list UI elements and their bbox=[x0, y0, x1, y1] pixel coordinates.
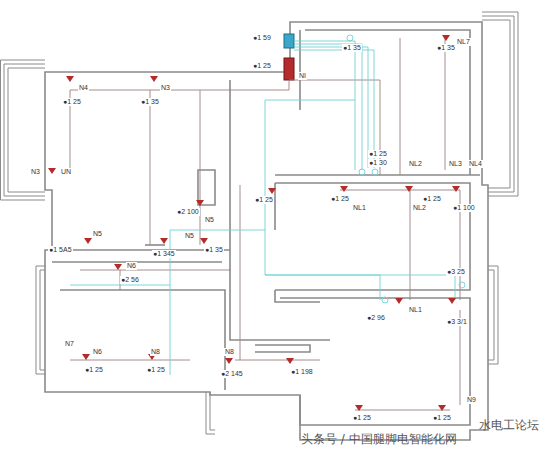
watermark: 水电工论坛 bbox=[478, 418, 540, 432]
circuit-label: ●3 25 bbox=[446, 268, 466, 276]
circuit-label: ●1 35 bbox=[436, 44, 456, 52]
circuit-label: ●1 25 bbox=[432, 414, 452, 422]
circuit-label: N9 bbox=[466, 396, 477, 404]
circuit-label: NL2 bbox=[412, 204, 427, 212]
circuit-label: NI bbox=[298, 72, 307, 80]
circuit-label: ●1 35 bbox=[140, 98, 160, 106]
circuit-label: NL2 bbox=[408, 160, 423, 168]
watermark: 头条号 / 中国腿脚电智能化网 bbox=[300, 432, 458, 446]
circuit-label: N6 bbox=[92, 348, 103, 356]
circuit-label: ●1 100 bbox=[452, 204, 476, 212]
circuit-label: ●1 25 bbox=[368, 150, 388, 158]
circuit-label: ●3 3/1 bbox=[446, 318, 468, 326]
circuit-label: N3 bbox=[30, 168, 41, 176]
circuit-label: N7 bbox=[64, 340, 75, 348]
circuit-label: N5 bbox=[92, 230, 103, 238]
circuit-label: ●1 25 bbox=[62, 98, 82, 106]
circuit-label: ●1 5A5 bbox=[48, 246, 73, 254]
circuit-label: N3 bbox=[160, 84, 171, 92]
circuit-label: ●2 56 bbox=[120, 276, 140, 284]
circuit-label: ●1 198 bbox=[290, 368, 314, 376]
circuit-label: NL3 bbox=[448, 160, 463, 168]
circuit-label: ●1 25 bbox=[330, 195, 350, 203]
circuit-label: N5 bbox=[184, 232, 195, 240]
circuit-label: ●1 345 bbox=[152, 250, 176, 258]
circuit-label: N6 bbox=[126, 262, 137, 270]
circuit-label: NL7 bbox=[456, 38, 471, 46]
circuit-label: ●2 100 bbox=[176, 208, 200, 216]
circuit-label: N5 bbox=[204, 216, 215, 224]
circuit-label: ●1 25 bbox=[254, 196, 274, 204]
circuit-label: UN bbox=[60, 168, 72, 176]
circuit-label: ●1 25 bbox=[252, 62, 272, 70]
circuit-label: ●2 96 bbox=[366, 314, 386, 322]
circuit-label: ●1 30 bbox=[368, 159, 388, 167]
circuit-label: NL1 bbox=[352, 204, 367, 212]
circuit-label: NL4 bbox=[468, 160, 483, 168]
circuit-label: ●1 25 bbox=[146, 366, 166, 374]
circuit-label: ●1 59 bbox=[252, 34, 272, 42]
circuit-label: ●1 35 bbox=[342, 44, 362, 52]
circuit-label: ●1 35 bbox=[204, 246, 224, 254]
circuit-label: N4 bbox=[78, 84, 89, 92]
circuit-label: N8 bbox=[224, 348, 235, 356]
circuit-label: NL1 bbox=[408, 306, 423, 314]
circuit-label: ●1 25 bbox=[84, 366, 104, 374]
circuit-label: ●1 25 bbox=[422, 195, 442, 203]
circuit-label: ●1 25 bbox=[352, 414, 372, 422]
circuit-label: ●2 145 bbox=[220, 370, 244, 378]
circuit-label: N8 bbox=[150, 348, 161, 356]
